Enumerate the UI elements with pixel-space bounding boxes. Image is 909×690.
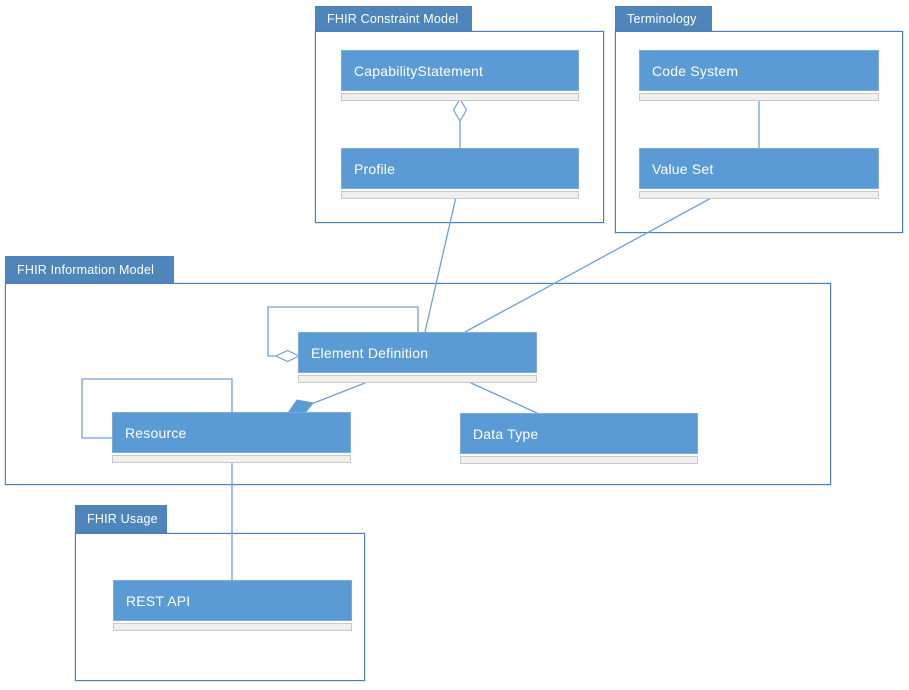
class-code-system-title: Code System: [639, 50, 879, 91]
class-rest-api-compartment: [113, 623, 352, 631]
class-profile-compartment: [341, 191, 579, 199]
class-capability-statement-compartment: [341, 93, 579, 101]
class-resource-compartment: [112, 455, 351, 463]
class-value-set-title: Value Set: [639, 148, 879, 189]
class-code-system: Code System: [639, 50, 879, 101]
class-data-type-compartment: [460, 456, 698, 464]
class-profile: Profile: [341, 148, 579, 199]
class-rest-api-title: REST API: [113, 580, 352, 621]
package-tab-fhir-constraint-model: FHIR Constraint Model: [315, 6, 472, 31]
class-value-set: Value Set: [639, 148, 879, 199]
class-element-definition-compartment: [298, 375, 537, 383]
class-rest-api: REST API: [113, 580, 352, 631]
class-value-set-compartment: [639, 191, 879, 199]
class-capability-statement-title: CapabilityStatement: [341, 50, 579, 91]
class-element-definition-title: Element Definition: [298, 332, 537, 373]
package-tab-fhir-usage: FHIR Usage: [75, 505, 167, 533]
class-element-definition: Element Definition: [298, 332, 537, 383]
package-body-fhir-usage: [75, 533, 365, 681]
class-resource: Resource: [112, 412, 351, 463]
package-body-fhir-information-model: [5, 283, 831, 485]
package-tab-fhir-information-model: FHIR Information Model: [5, 256, 174, 283]
class-data-type: Data Type: [460, 413, 698, 464]
class-data-type-title: Data Type: [460, 413, 698, 454]
class-resource-title: Resource: [112, 412, 351, 453]
package-tab-terminology: Terminology: [615, 6, 712, 31]
class-capability-statement: CapabilityStatement: [341, 50, 579, 101]
package-body-fhir-constraint-model: [315, 31, 604, 223]
class-code-system-compartment: [639, 93, 879, 101]
package-body-terminology: [615, 31, 903, 233]
class-profile-title: Profile: [341, 148, 579, 189]
